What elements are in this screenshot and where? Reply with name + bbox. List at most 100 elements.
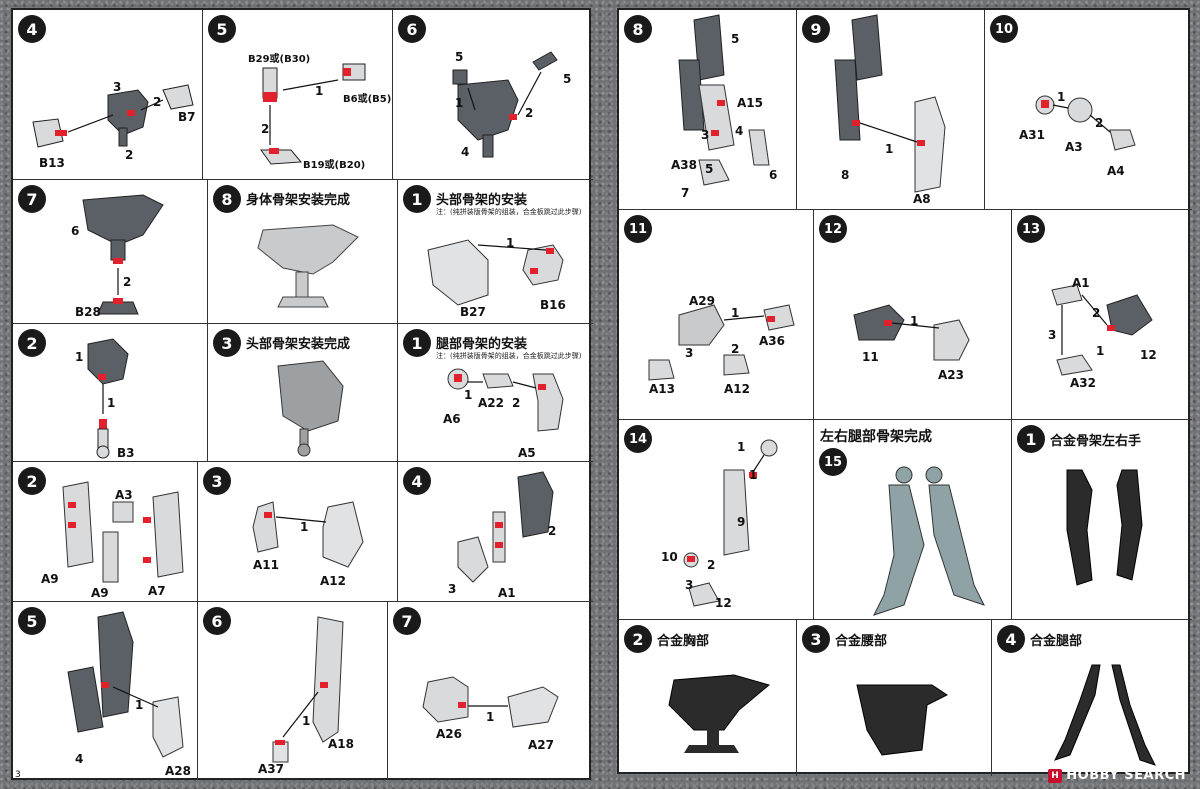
step-number: 3 [802, 625, 830, 653]
part-label: 10 [661, 550, 678, 564]
step-number: 4 [403, 467, 431, 495]
step-number: 2 [624, 625, 652, 653]
part-label: 2 [261, 122, 270, 136]
step-title: 身体骨架安装完成 [246, 193, 351, 208]
panel-leg-step-7: 7 A26 A27 1 [388, 602, 593, 780]
step-number: 12 [819, 215, 847, 243]
part-label: 4 [461, 145, 470, 159]
part-label: A37 [258, 762, 284, 776]
part-label: 1 [1057, 90, 1066, 104]
step-title: 合金腰部 [835, 634, 888, 649]
part-label: 1 [315, 84, 324, 98]
panel-leg-step-6: 6 A37 A18 1 [198, 602, 388, 780]
panel-leg-step-12: 12 11 A23 1 [814, 210, 1012, 420]
part-label: A1 [498, 586, 516, 600]
panel-leg-step-1: 1 腿部骨架的安装 注：(纯拼装版骨架的组装，合金板跳过此步骤) A6 A22 … [398, 324, 593, 462]
part-label: A1 [1072, 276, 1090, 290]
panel-leg-step-8: 8 5 A15 A38 7 6 3 4 5 [619, 10, 797, 210]
panel-step-4: 4 3 2 B7 B13 2 [13, 10, 203, 180]
step-number: 15 [819, 448, 847, 476]
part-label: 2 [707, 558, 716, 572]
part-label: 3 [448, 582, 457, 596]
part-label: A5 [518, 446, 536, 460]
step-diagram [277, 360, 344, 457]
part-label: A4 [1107, 164, 1125, 178]
part-label: 1 [302, 714, 311, 728]
part-label: A13 [649, 382, 675, 396]
step-diagram [67, 611, 184, 758]
step-number: 6 [398, 15, 426, 43]
part-label: 8 [841, 168, 850, 182]
part-label: B28 [75, 305, 101, 319]
step-diagram [1054, 664, 1156, 766]
step-number: 1 [1017, 425, 1045, 453]
part-label: B16 [540, 298, 566, 312]
step-diagram [856, 684, 948, 756]
panel-step-5: 5 B29或(B30) B6或(B5) B19或(B20) 1 2 [203, 10, 393, 180]
part-label: 5 [731, 32, 740, 46]
step-diagram [447, 368, 564, 432]
part-label: 2 [1095, 116, 1104, 130]
panel-alloy-waist: 3 合金腰部 [797, 620, 992, 776]
part-label: A31 [1019, 128, 1045, 142]
step-number: 3 [203, 467, 231, 495]
part-label: 1 [75, 350, 84, 364]
part-label: 3 [685, 346, 694, 360]
part-label: 1 [300, 520, 309, 534]
hobby-search-logo-icon: H [1048, 768, 1063, 783]
step-title: 头部骨架的安装 [436, 193, 528, 208]
step-diagram [648, 304, 795, 381]
step-diagram [873, 466, 985, 616]
step-diagram [422, 676, 559, 728]
panel-step-7: 7 6 B28 2 [13, 180, 208, 324]
part-label: 1 [486, 710, 495, 724]
part-label: 3 [701, 128, 710, 142]
step-title: 合金胸部 [657, 634, 710, 649]
part-label: 2 [525, 106, 534, 120]
step-note: 注：(纯拼装版骨架的组装，合金板跳过此步骤) [436, 352, 582, 360]
part-label: A9 [41, 572, 59, 586]
part-label: B19或(B20) [303, 160, 366, 171]
step-number: 5 [208, 15, 236, 43]
part-label: 3 [113, 80, 122, 94]
part-label: 1 [749, 468, 758, 482]
panel-head-step-1: 1 头部骨架的安装 注：(纯拼装版骨架的组装，合金板跳过此步骤) B27 B16… [398, 180, 593, 324]
part-label: 1 [135, 698, 144, 712]
panel-leg-step-14: 14 1 9 10 12 1 2 3 [619, 420, 814, 620]
part-label: 2 [125, 148, 134, 162]
step-number: 2 [18, 467, 46, 495]
part-label: B7 [178, 110, 196, 124]
part-label: 1 [506, 236, 515, 250]
part-label: 2 [512, 396, 521, 410]
part-label: A23 [938, 368, 964, 382]
panel-step-6: 6 5 5 4 1 2 [393, 10, 593, 180]
panel-leg-step-13: 13 A1 12 A32 1 2 3 [1012, 210, 1192, 420]
step-number: 3 [213, 329, 241, 357]
step-number: 11 [624, 215, 652, 243]
panel-leg-step-4: 4 2 3 A1 [398, 462, 593, 602]
part-label: A36 [759, 334, 785, 348]
part-label: 5 [705, 162, 714, 176]
step-number: 8 [213, 185, 241, 213]
step-number: 4 [997, 625, 1025, 653]
part-label: A3 [115, 488, 133, 502]
part-label: 1 [107, 396, 116, 410]
step-diagram [87, 338, 129, 459]
part-label: 1 [464, 388, 473, 402]
step-diagram [82, 194, 164, 315]
panel-alloy-arms: 1 合金骨架左右手 [1012, 420, 1192, 620]
part-label: 1 [737, 440, 746, 454]
part-label: 4 [735, 124, 744, 138]
panel-leg-step-11: 11 A29 A36 A13 A12 1 2 3 [619, 210, 814, 420]
step-diagram [427, 239, 564, 306]
part-label: 12 [1140, 348, 1157, 362]
panel-alloy-legs: 4 合金腿部 [992, 620, 1192, 776]
step-diagram [668, 674, 771, 753]
part-label: 1 [1096, 344, 1105, 358]
part-label: 2 [153, 95, 162, 109]
step-diagram [252, 501, 364, 568]
panel-step-8: 8 身体骨架安装完成 [208, 180, 398, 324]
part-label: A18 [328, 737, 354, 751]
panel-leg-step-15: 左右腿部骨架完成 15 [814, 420, 1012, 620]
part-label: 5 [455, 50, 464, 64]
